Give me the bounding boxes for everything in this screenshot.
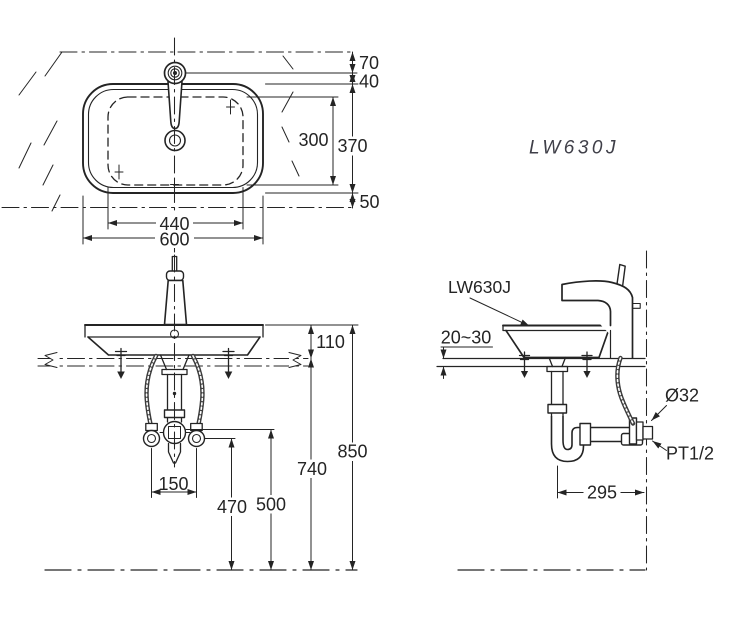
flange-hub	[635, 421, 644, 441]
supply-connector-left-inner	[146, 433, 157, 444]
front-view: 110 850 740 500 470 150	[37, 254, 371, 571]
dim-drain-outlet-height: 500	[256, 495, 286, 515]
leader-supply-thread	[652, 440, 667, 451]
hose-fitting-left	[145, 422, 158, 432]
supply-connector-right	[187, 429, 206, 448]
label-supply-thread: PT1/2	[666, 444, 714, 464]
pipe-dot	[172, 391, 177, 396]
faucet-body-front	[163, 279, 188, 326]
tailpiece-flange	[546, 365, 569, 373]
dim-supply-stop-height: 470	[217, 497, 247, 517]
dim-rim-above-counter: 110	[316, 332, 345, 352]
sink-bowl-side	[505, 329, 610, 359]
p-trap-inner	[562, 415, 631, 451]
counter-break-left	[44, 352, 58, 368]
faucet-stub	[631, 302, 641, 309]
label-counter-thickness: 20~30	[441, 328, 492, 348]
dim-overall-width: 600	[159, 230, 189, 250]
dim-bowl-depth: 300	[298, 130, 328, 150]
dim-supply-spacing: 150	[158, 474, 188, 494]
mounting-bolt	[114, 347, 128, 379]
valve-body	[642, 425, 654, 440]
drain-funnel	[159, 354, 190, 371]
extension-lines	[82, 72, 359, 245]
leader-drain-diameter	[651, 405, 667, 421]
faucet-spout-side	[561, 280, 634, 359]
dim-drain-to-wall: 295	[587, 483, 617, 503]
dim-wall-to-faucet: 70	[359, 53, 379, 73]
page-title: LW630J	[529, 138, 619, 159]
mounting-bolt	[581, 351, 593, 378]
counter-line-side	[436, 357, 646, 368]
dim-bowl-width: 440	[159, 214, 189, 234]
fixing-hole-mark	[226, 99, 235, 115]
drain-pipe-front	[166, 373, 183, 423]
dim-faucet-to-rim: 40	[359, 72, 379, 92]
dim-counter-height: 740	[297, 459, 327, 479]
tailpiece-pipe	[550, 370, 564, 418]
fixing-hole-mark	[114, 164, 124, 180]
trap-coupling-nut	[579, 422, 592, 446]
supply-connector-left	[142, 429, 161, 448]
side-view: LW630J 20~30 Ø32 PT1/2 295	[436, 250, 714, 571]
sink-rim-band-side	[502, 324, 610, 332]
label-drain-diameter: Ø32	[665, 386, 699, 406]
dim-rim-overhang: 50	[359, 192, 379, 212]
mounting-bolt	[518, 351, 531, 378]
label-model-side: LW630J	[448, 277, 511, 297]
drain-tail	[167, 442, 182, 464]
break-lines-right	[281, 55, 300, 177]
dim-rim-height: 850	[337, 442, 367, 462]
mounting-bolt	[222, 347, 235, 379]
p-trap-outer	[550, 415, 631, 463]
supply-connector-right-inner	[191, 433, 202, 444]
tailpiece-nut	[547, 403, 568, 414]
tailpiece-funnel	[548, 356, 567, 368]
counter-break-right	[288, 352, 302, 368]
leader-model	[469, 297, 530, 327]
break-lines-left	[18, 51, 63, 212]
plan-view: 70 40 300 370 50 440 600	[1, 37, 380, 253]
dim-overall-depth: 370	[337, 136, 367, 156]
counter-line-front	[37, 357, 309, 367]
model-title: LW630J	[529, 138, 619, 159]
